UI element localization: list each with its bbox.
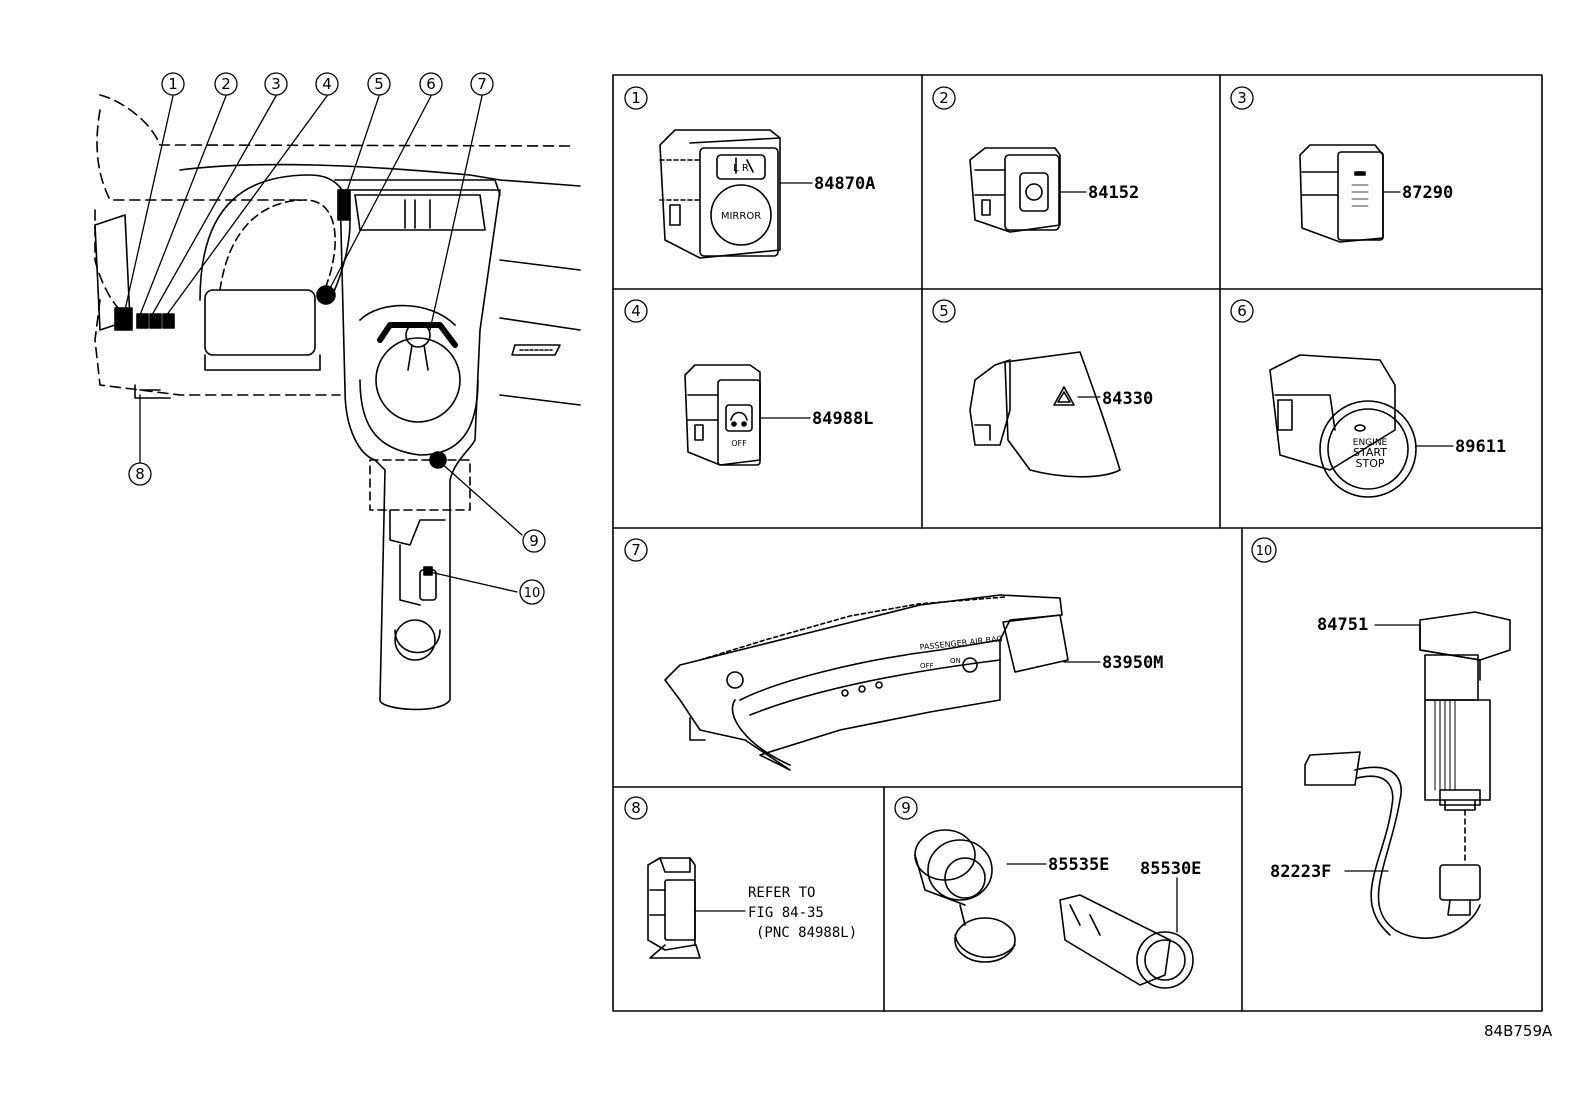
- panel-8-number: 8: [631, 799, 641, 817]
- usb-port-switch-icon: [1419, 611, 1511, 861]
- mirror-switch-icon: [659, 129, 781, 259]
- part-number-85535E: 85535E: [1048, 855, 1109, 875]
- trac-off-switch-label: OFF: [731, 439, 747, 448]
- engine-switch-label-1: ENGINE: [1353, 438, 1388, 448]
- callout-circles: [128, 72, 546, 605]
- part-number-87290: 87290: [1402, 183, 1453, 203]
- callout-1: 1: [168, 75, 178, 93]
- panel-1-number: 1: [631, 89, 641, 107]
- part-number-84751: 84751: [1317, 615, 1368, 635]
- part-number-84152: 84152: [1088, 183, 1139, 203]
- part-number-83950M: 83950M: [1102, 653, 1163, 673]
- panel-7-number: 7: [631, 541, 641, 559]
- panel-10-number: 10: [1256, 544, 1273, 559]
- panel-5-number: 5: [939, 302, 949, 320]
- parts-grid: [612, 74, 1543, 1012]
- power-outlet-cap-icon: [1059, 894, 1194, 989]
- engine-start-stop-switch-icon: [1269, 354, 1417, 498]
- refer-note-line-3: (PNC 84988L): [756, 925, 857, 941]
- trac-off-switch-icon: [684, 364, 761, 466]
- part-number-84870A: 84870A: [814, 174, 875, 194]
- callout-8: 8: [135, 465, 145, 483]
- part-number-84330: 84330: [1102, 389, 1153, 409]
- hazard-switch-icon: [969, 351, 1121, 478]
- dashboard-overview: [94, 94, 581, 711]
- callout-5: 5: [374, 75, 384, 93]
- airbag-panel-label: PASSENGER AIR BAG: [919, 634, 1003, 652]
- part-number-82223F: 82223F: [1270, 862, 1331, 882]
- callout-4: 4: [322, 75, 332, 93]
- callout-9: 9: [529, 532, 539, 550]
- vsc-off-switch-icon: [1299, 144, 1384, 243]
- callout-10: 10: [524, 586, 541, 601]
- airbag-on-mark: ON: [950, 657, 961, 665]
- refer-note-line-2: FIG 84-35: [748, 905, 824, 921]
- mirror-switch-label: MIRROR: [721, 211, 761, 222]
- figure-code: 84B759A: [1484, 1022, 1553, 1040]
- headlight-leveling-switch-icon: [969, 147, 1061, 233]
- callout-leaders: [124, 95, 523, 593]
- wire-harness-icon: [1304, 751, 1481, 939]
- panel-9-number: 9: [901, 799, 911, 817]
- mirror-switch-marks: L R: [733, 163, 749, 174]
- engine-switch-label-3: STOP: [1356, 457, 1385, 470]
- panel-number-circles: [624, 86, 1277, 820]
- airbag-indicator-panel-icon: [664, 594, 1069, 771]
- panel-2-number: 2: [939, 89, 949, 107]
- panel-4-number: 4: [631, 302, 641, 320]
- panel-3-number: 3: [1237, 89, 1247, 107]
- panel-6-number: 6: [1237, 302, 1247, 320]
- part-number-84988L: 84988L: [812, 409, 873, 429]
- refer-switch-icon: [647, 857, 701, 959]
- part-number-85530E: 85530E: [1140, 859, 1201, 879]
- power-outlet-socket-icon: [914, 829, 1016, 963]
- callout-2: 2: [221, 75, 231, 93]
- callout-7: 7: [477, 75, 487, 93]
- part-number-89611: 89611: [1455, 437, 1506, 457]
- refer-note-line-1: REFER TO: [748, 885, 815, 901]
- engine-switch-label-2: START: [1353, 446, 1387, 459]
- callout-3: 3: [271, 75, 281, 93]
- airbag-off-mark: OFF: [920, 662, 934, 670]
- callout-6: 6: [426, 75, 436, 93]
